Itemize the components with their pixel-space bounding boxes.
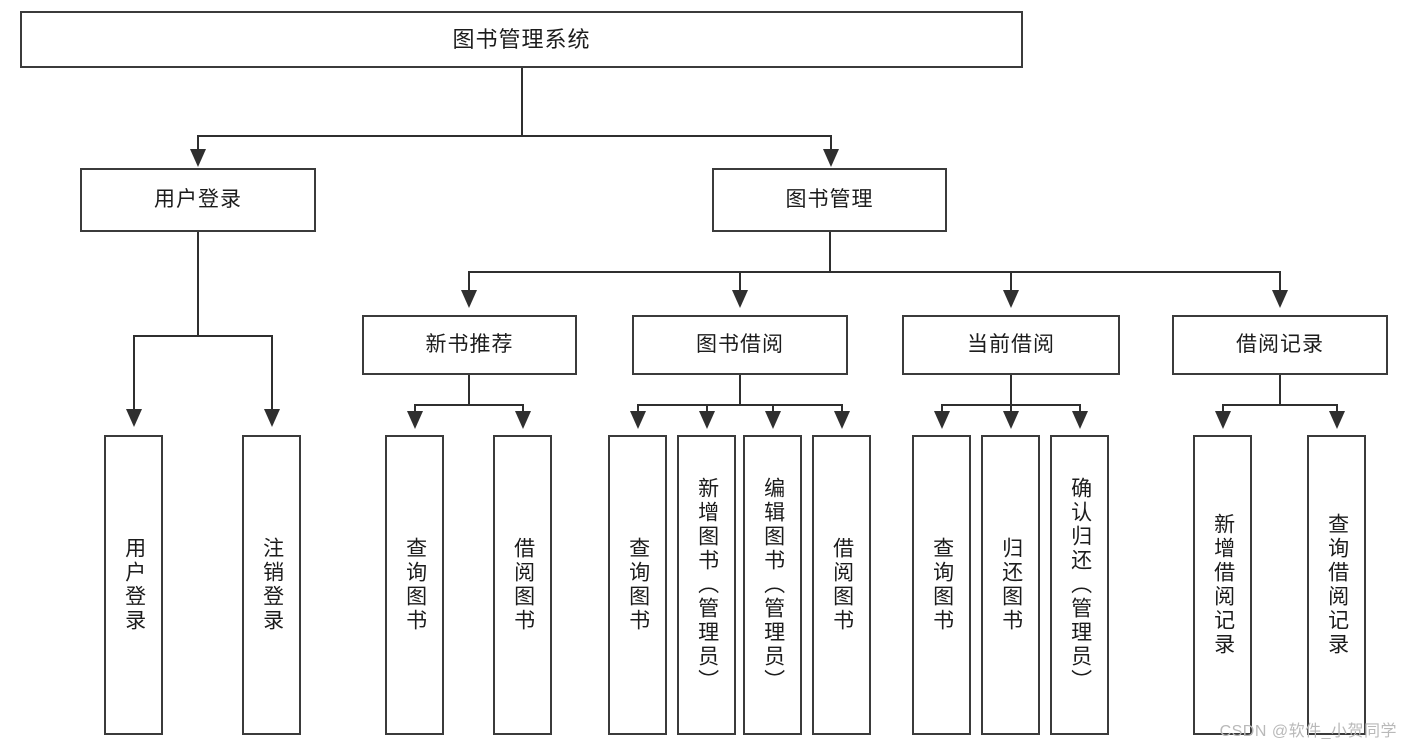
- node-root-book-management-system[interactable]: 图书管理系统: [20, 11, 1023, 68]
- node-user-login[interactable]: 用户登录: [80, 168, 316, 232]
- arrow-book-borrow-leaf-3: [765, 411, 781, 429]
- connector-bm-drop-current-borrow: [1010, 271, 1012, 292]
- arrow-book-borrow-leaf-2: [699, 411, 715, 429]
- connector-book-borrow-bus: [637, 404, 842, 406]
- connector-borrow-record-bus: [1222, 404, 1337, 406]
- connector-root-to-book-management: [830, 135, 832, 151]
- connector-br-drop-2: [1336, 404, 1338, 413]
- connector-current-borrow-stem: [1010, 375, 1012, 405]
- arrow-current-borrow-leaf-2: [1003, 411, 1019, 429]
- connector-bm-drop-new-book: [468, 271, 470, 292]
- leaf-borrow-book-recommend[interactable]: 借阅图书: [493, 435, 552, 735]
- arrow-new-book-leaf-2: [515, 411, 531, 429]
- connector-new-book-drop-1: [414, 404, 416, 413]
- arrow-current-borrow-leaf-1: [934, 411, 950, 429]
- arrow-root-to-book-management: [823, 149, 839, 167]
- connector-cb-drop-3: [1079, 404, 1081, 413]
- arrow-bm-to-borrow-record: [1272, 290, 1288, 308]
- leaf-query-book-current[interactable]: 查询图书: [912, 435, 971, 735]
- arrow-borrow-record-leaf-2: [1329, 411, 1345, 429]
- connector-bb-drop-4: [841, 404, 843, 413]
- arrow-user-login-leaf-1: [126, 409, 142, 427]
- leaf-add-book-admin[interactable]: 新增图书（管理员）: [677, 435, 736, 735]
- connector-bm-drop-book-borrow: [739, 271, 741, 292]
- connector-cb-drop-1: [941, 404, 943, 413]
- node-borrow-record[interactable]: 借阅记录: [1172, 315, 1388, 375]
- leaf-query-book-borrow[interactable]: 查询图书: [608, 435, 667, 735]
- connector-new-book-bus: [414, 404, 523, 406]
- leaf-edit-book-admin[interactable]: 编辑图书（管理员）: [743, 435, 802, 735]
- leaf-add-borrow-record[interactable]: 新增借阅记录: [1193, 435, 1252, 735]
- leaf-query-borrow-record[interactable]: 查询借阅记录: [1307, 435, 1366, 735]
- node-new-book-recommend[interactable]: 新书推荐: [362, 315, 577, 375]
- connector-root-to-user-login: [197, 135, 199, 151]
- connector-user-login-stem: [197, 232, 199, 336]
- connector-book-management-bus: [468, 271, 1280, 273]
- connector-bb-drop-1: [637, 404, 639, 413]
- node-current-borrow[interactable]: 当前借阅: [902, 315, 1120, 375]
- connector-user-login-bus: [133, 335, 272, 337]
- connector-book-borrow-stem: [739, 375, 741, 405]
- connector-bm-drop-borrow-record: [1279, 271, 1281, 292]
- arrow-book-borrow-leaf-4: [834, 411, 850, 429]
- arrow-user-login-leaf-2: [264, 409, 280, 427]
- connector-root-stem: [521, 68, 523, 135]
- arrow-root-to-user-login: [190, 149, 206, 167]
- arrow-bm-to-new-book-recommend: [461, 290, 477, 308]
- node-book-borrow[interactable]: 图书借阅: [632, 315, 848, 375]
- leaf-query-book-recommend[interactable]: 查询图书: [385, 435, 444, 735]
- connector-root-bus: [197, 135, 831, 137]
- connector-new-book-drop-2: [522, 404, 524, 413]
- arrow-bm-to-book-borrow: [732, 290, 748, 308]
- leaf-user-login[interactable]: 用户登录: [104, 435, 163, 735]
- leaf-return-book[interactable]: 归还图书: [981, 435, 1040, 735]
- node-book-management[interactable]: 图书管理: [712, 168, 947, 232]
- leaf-confirm-return-admin[interactable]: 确认归还（管理员）: [1050, 435, 1109, 735]
- arrow-new-book-leaf-1: [407, 411, 423, 429]
- connector-user-login-drop-1: [133, 335, 135, 411]
- arrow-borrow-record-leaf-1: [1215, 411, 1231, 429]
- leaf-borrow-book[interactable]: 借阅图书: [812, 435, 871, 735]
- connector-cb-drop-2: [1010, 404, 1012, 413]
- arrow-current-borrow-leaf-3: [1072, 411, 1088, 429]
- connector-book-management-stem: [829, 232, 831, 272]
- leaf-logout[interactable]: 注销登录: [242, 435, 301, 735]
- connector-new-book-stem: [468, 375, 470, 405]
- arrow-bm-to-current-borrow: [1003, 290, 1019, 308]
- connector-user-login-drop-2: [271, 335, 273, 411]
- connector-bb-drop-3: [772, 404, 774, 413]
- connector-br-drop-1: [1222, 404, 1224, 413]
- connector-bb-drop-2: [706, 404, 708, 413]
- arrow-book-borrow-leaf-1: [630, 411, 646, 429]
- connector-borrow-record-stem: [1279, 375, 1281, 405]
